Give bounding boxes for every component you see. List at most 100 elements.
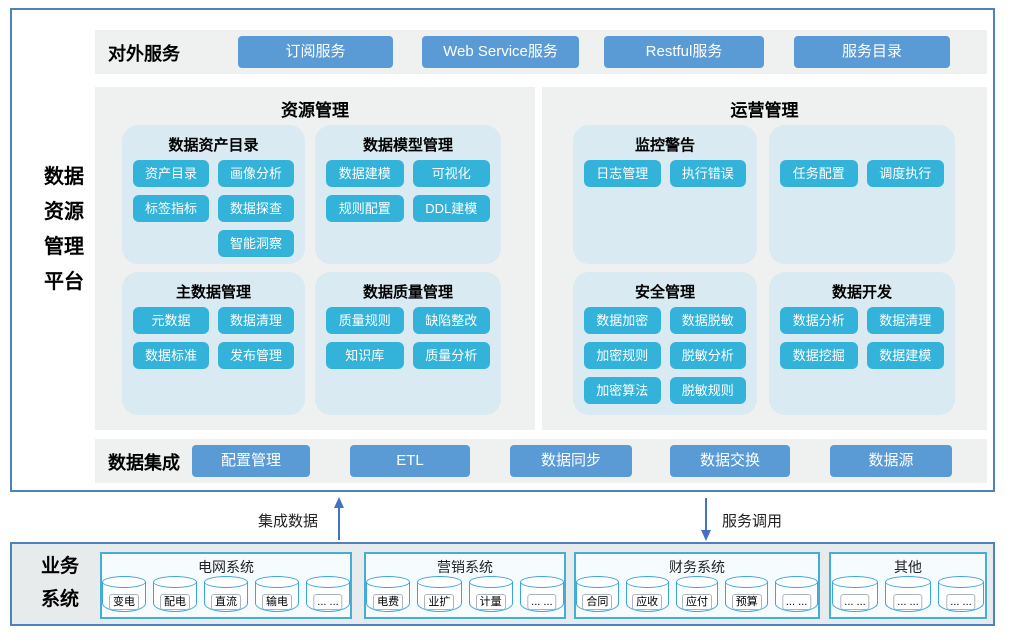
block-title: 数据模型管理 xyxy=(362,137,453,154)
cylinder-row: 合同 应收 应付 预算 ... ... xyxy=(576,576,818,613)
database-cylinder-icon: 应付 xyxy=(675,576,719,613)
cylinder-label: ... ... xyxy=(893,594,923,610)
block-title xyxy=(769,125,955,156)
block-task-scheduling: 任务配置 调度执行 xyxy=(769,125,955,264)
cylinder-label: 业扩 xyxy=(424,594,455,610)
button-grid: 日志管理 执行错误 xyxy=(573,156,757,187)
cylinder-label: ... ... xyxy=(840,594,870,610)
module-button: 日志管理 xyxy=(584,160,661,187)
database-cylinder-icon: 业扩 xyxy=(417,576,462,613)
cylinder-row: ... ... ... ... ... ... xyxy=(831,576,985,613)
block-security-management: 安全管理 数据加密 数据脱敏 加密规则 脱敏分析 加密算法 脱敏规则 xyxy=(573,272,757,415)
integration-button-datasource: 数据源 xyxy=(830,445,952,477)
module-button: 规则配置 xyxy=(326,195,404,222)
module-button: 发布管理 xyxy=(218,342,294,369)
cylinder-top xyxy=(885,576,931,588)
cylinder-top xyxy=(153,576,197,588)
cylinder-label: 应付 xyxy=(681,594,712,610)
cylinder-top xyxy=(468,576,513,588)
arrow-up-icon xyxy=(334,497,344,540)
database-cylinder-icon: 计量 xyxy=(468,576,513,613)
cylinder-label: 应收 xyxy=(632,594,663,610)
group-other-systems: 其他 ... ... ... ... ... ... xyxy=(829,552,987,619)
business-systems-label-line: 系统 xyxy=(40,589,79,610)
resource-management-title: 资源管理 xyxy=(281,101,349,120)
platform-title-line: 管理 xyxy=(44,236,84,258)
database-cylinder-icon: ... ... xyxy=(775,576,818,613)
module-button: 执行错误 xyxy=(669,160,746,187)
cylinder-label: 输电 xyxy=(262,594,292,610)
module-button: 数据探查 xyxy=(218,195,294,222)
module-button: 元数据 xyxy=(133,307,209,334)
cylinder-label: 变电 xyxy=(109,594,139,610)
cylinder-top xyxy=(775,576,818,588)
flow-down-label: 服务调用 xyxy=(722,513,783,530)
cylinder-top xyxy=(938,576,984,588)
cylinder-top xyxy=(832,576,878,588)
block-title: 监控警告 xyxy=(634,137,695,154)
service-button-webservice: Web Service服务 xyxy=(422,36,579,68)
integration-button-exchange: 数据交换 xyxy=(670,445,790,477)
block-master-data-management: 主数据管理 元数据 数据清理 数据标准 发布管理 xyxy=(122,272,305,415)
group-marketing-system: 营销系统 电费 业扩 计量 ... ... xyxy=(364,552,566,619)
button-grid: 数据建模 可视化 规则配置 DDL建模 xyxy=(315,156,501,222)
module-button: 数据挖掘 xyxy=(780,342,858,369)
cylinder-top xyxy=(725,576,769,588)
module-button: 缺陷整改 xyxy=(412,307,490,334)
button-grid: 元数据 数据清理 数据标准 发布管理 xyxy=(122,303,305,369)
module-button: 数据建模 xyxy=(866,342,944,369)
module-button: 数据脱敏 xyxy=(669,307,746,334)
cylinder-label: 合同 xyxy=(582,594,613,610)
resource-management-panel: 资源管理 数据资产目录 资产目录 画像分析 标签指标 数据探查 智能洞察 数据模… xyxy=(95,87,535,430)
button-grid: 质量规则 缺陷整改 知识库 质量分析 xyxy=(315,303,501,369)
button-grid: 数据加密 数据脱敏 加密规则 脱敏分析 加密算法 脱敏规则 xyxy=(573,303,757,404)
database-cylinder-icon: 应收 xyxy=(625,576,669,613)
cylinder-label: 配电 xyxy=(160,594,190,610)
flow-up-label: 集成数据 xyxy=(258,513,319,530)
cylinder-label: 电费 xyxy=(373,594,404,610)
module-button: 质量分析 xyxy=(412,342,490,369)
database-cylinder-icon: ... ... xyxy=(519,576,564,613)
database-cylinder-icon: 预算 xyxy=(725,576,769,613)
module-button: 加密算法 xyxy=(584,377,661,404)
cylinder-top xyxy=(255,576,299,588)
integration-button-sync: 数据同步 xyxy=(510,445,632,477)
service-button-restful: Restful服务 xyxy=(604,36,764,68)
group-title: 电网系统 xyxy=(198,559,254,575)
block-data-model-management: 数据模型管理 数据建模 可视化 规则配置 DDL建模 xyxy=(315,125,501,264)
platform-title-line: 数据 xyxy=(44,166,84,188)
cylinder-top xyxy=(519,576,564,588)
cylinder-top xyxy=(102,576,146,588)
database-cylinder-icon: ... ... xyxy=(306,576,350,613)
external-services-label: 对外服务 xyxy=(108,44,180,64)
platform-title-line: 资源 xyxy=(44,201,84,223)
module-button: 脱敏分析 xyxy=(669,342,746,369)
module-button: DDL建模 xyxy=(412,195,490,222)
database-cylinder-icon: 直流 xyxy=(204,576,248,613)
module-button: 数据分析 xyxy=(780,307,858,334)
module-button: 质量规则 xyxy=(326,307,404,334)
cylinder-top xyxy=(625,576,669,588)
group-title: 其他 xyxy=(894,559,922,575)
module-button: 可视化 xyxy=(412,160,490,187)
platform-box: 数据 资源 管理 平台 对外服务 订阅服务 Web Service服务 Rest… xyxy=(10,8,995,492)
module-button: 数据标准 xyxy=(133,342,209,369)
operation-management-panel: 运营管理 监控警告 日志管理 执行错误 任务配置 调度执行 安全管理 数据加密 xyxy=(542,87,987,430)
block-title: 数据开发 xyxy=(831,284,892,301)
service-button-catalog: 服务目录 xyxy=(794,36,950,68)
cylinder-label: ... ... xyxy=(313,594,343,610)
group-title: 营销系统 xyxy=(437,559,493,575)
group-title: 财务系统 xyxy=(669,559,725,575)
group-finance-system: 财务系统 合同 应收 应付 预算 ... ... xyxy=(574,552,820,619)
data-integration-label: 数据集成 xyxy=(108,453,180,473)
module-button: 知识库 xyxy=(326,342,404,369)
cylinder-top xyxy=(417,576,462,588)
block-data-development: 数据开发 数据分析 数据清理 数据挖掘 数据建模 xyxy=(769,272,955,415)
cylinder-top xyxy=(675,576,719,588)
block-title: 数据资产目录 xyxy=(168,137,259,154)
module-button: 调度执行 xyxy=(866,160,944,187)
database-cylinder-icon: ... ... xyxy=(885,576,931,613)
cylinder-label: 预算 xyxy=(731,594,762,610)
button-grid: 数据分析 数据清理 数据挖掘 数据建模 xyxy=(769,303,955,369)
business-systems-label: 业务 系统 xyxy=(28,550,92,616)
